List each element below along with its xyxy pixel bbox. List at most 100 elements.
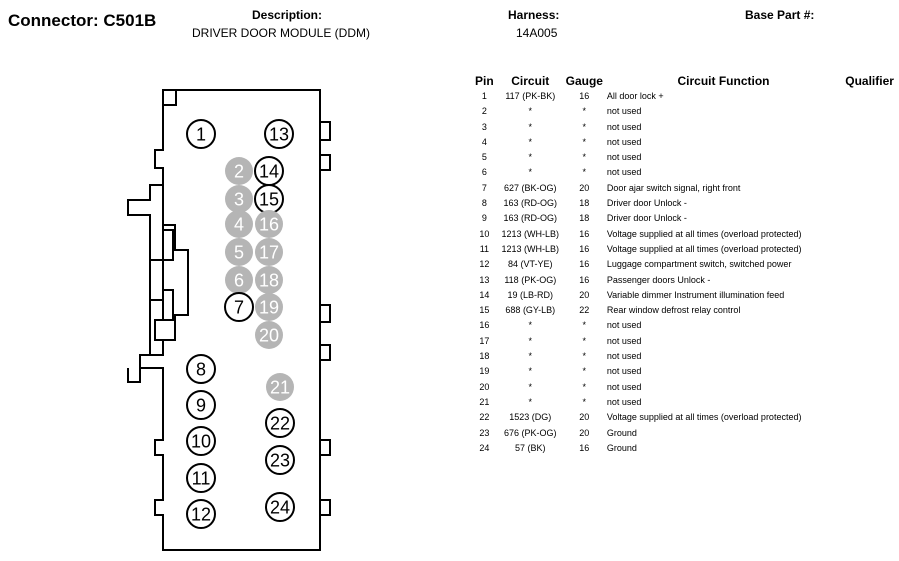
table-row: 17**not used (470, 334, 899, 349)
qualifier-cell (840, 242, 899, 257)
qualifier-cell (840, 334, 899, 349)
gauge-cell: * (582, 320, 587, 331)
pin-cavity (255, 238, 283, 266)
gauge-cell: * (582, 335, 587, 346)
pin-cell: 15 (479, 305, 490, 316)
function-cell: Driver door Unlock - (606, 213, 687, 224)
table-row: 20**not used (470, 380, 899, 395)
circuit-cell: * (528, 106, 533, 117)
qualifier-cell (840, 441, 899, 456)
circuit-cell: 118 (PK-OG) (504, 274, 557, 285)
qualifier-cell (840, 380, 899, 395)
pin-number-label: 21 (270, 378, 290, 398)
pin-cavity (186, 390, 216, 420)
function-cell: All door lock + (606, 91, 664, 101)
qualifier-cell (840, 288, 899, 303)
pin-number-label: 23 (270, 451, 290, 471)
circuit-cell: 1213 (WH-LB) (501, 228, 560, 239)
pin-number-label: 19 (259, 298, 279, 318)
gauge-cell: 16 (579, 442, 590, 453)
qualifier-cell (840, 318, 899, 333)
gauge-cell: * (582, 396, 587, 407)
pin-cell: 2 (481, 106, 487, 117)
function-cell: not used (606, 351, 642, 362)
pin-number-label: 5 (234, 243, 244, 263)
circuit-cell: * (528, 381, 533, 392)
qualifier-cell (840, 196, 899, 211)
function-cell: not used (606, 106, 642, 117)
function-cell: not used (606, 136, 642, 147)
pin-cavity (266, 373, 294, 401)
pin-cell: 17 (479, 335, 490, 346)
qualifier-cell (840, 211, 899, 226)
pin-cell: 6 (481, 167, 487, 178)
pin-number-label: 2 (234, 162, 244, 182)
table-row: 15 688 (GY-LB) 22 Rear window defrost relay… (470, 303, 899, 318)
pin-cavity (186, 499, 216, 529)
qualifier-cell (840, 135, 899, 150)
circuit-cell: 627 (BK-OG) (504, 182, 557, 193)
circuit-cell: 688 (GY-LB) (505, 305, 556, 316)
table-row: 16**not used (470, 318, 899, 333)
pin-cavity (186, 119, 216, 149)
function-cell: Luggage compartment switch, switched pow… (606, 259, 792, 270)
gauge-cell: 22 (579, 305, 590, 316)
table-row: 19**not used (470, 364, 899, 379)
pin-cavity (264, 119, 294, 149)
function-cell: Voltage supplied at all times (overload … (606, 228, 802, 239)
header-circuit: Circuit (511, 73, 550, 88)
pin-cell: 13 (479, 274, 490, 285)
gauge-cell: 18 (579, 213, 590, 224)
circuit-cell: 1213 (WH-LB) (501, 243, 560, 254)
gauge-cell: 16 (579, 259, 590, 270)
pin-number-label: 20 (259, 326, 279, 346)
pin-number-label: 24 (270, 498, 290, 518)
circuit-cell: 117 (PK-BK) (505, 91, 556, 101)
pin-number-label: 4 (234, 215, 244, 235)
pin-number-label: 10 (191, 432, 211, 452)
qualifier-cell (840, 349, 899, 364)
function-cell: not used (606, 121, 642, 132)
table-row: 3**not used (470, 120, 899, 135)
pin-cell: 1 (481, 91, 487, 101)
pin-table: Pin Circuit Gauge Circuit Function Quali… (470, 72, 899, 456)
gauge-cell: 20 (579, 412, 590, 423)
connector-title: Connector: C501B (8, 11, 157, 30)
qualifier-cell (840, 104, 899, 119)
circuit-cell: * (528, 121, 533, 132)
qualifier-cell (840, 150, 899, 165)
pin-cell: 5 (481, 152, 487, 163)
table-row: 21**not used (470, 395, 899, 410)
qualifier-cell (840, 273, 899, 288)
circuit-cell: 1523 (DG) (509, 412, 552, 423)
pin-cavity (225, 210, 253, 238)
gauge-cell: 18 (579, 198, 590, 209)
pin-number-label: 16 (259, 215, 279, 235)
pin-cell: 21 (479, 396, 490, 407)
qualifier-cell (840, 181, 899, 196)
pin-number-label: 18 (259, 271, 279, 291)
function-cell: Variable dimmer Instrument illumination … (606, 289, 785, 300)
qualifier-cell (840, 410, 899, 425)
pin-cell: 9 (481, 213, 487, 224)
function-cell: not used (606, 335, 642, 346)
pin-cavity (255, 293, 283, 321)
header-circuit-function: Circuit Function (677, 73, 770, 88)
circuit-cell: * (528, 366, 533, 377)
function-cell: Voltage supplied at all times (overload … (606, 412, 802, 423)
circuit-cell: 163 (RD-OG) (503, 213, 558, 224)
pin-cell: 24 (479, 442, 490, 453)
function-cell: not used (606, 320, 642, 331)
table-row: 6**not used (470, 165, 899, 180)
function-cell: Rear window defrost relay control (606, 305, 741, 316)
pin-number-label: 11 (192, 469, 211, 489)
qualifier-cell (840, 227, 899, 242)
gauge-cell: * (582, 106, 587, 117)
pin-cavity (255, 266, 283, 294)
qualifier-cell (840, 89, 899, 104)
gauge-cell: * (582, 167, 587, 178)
